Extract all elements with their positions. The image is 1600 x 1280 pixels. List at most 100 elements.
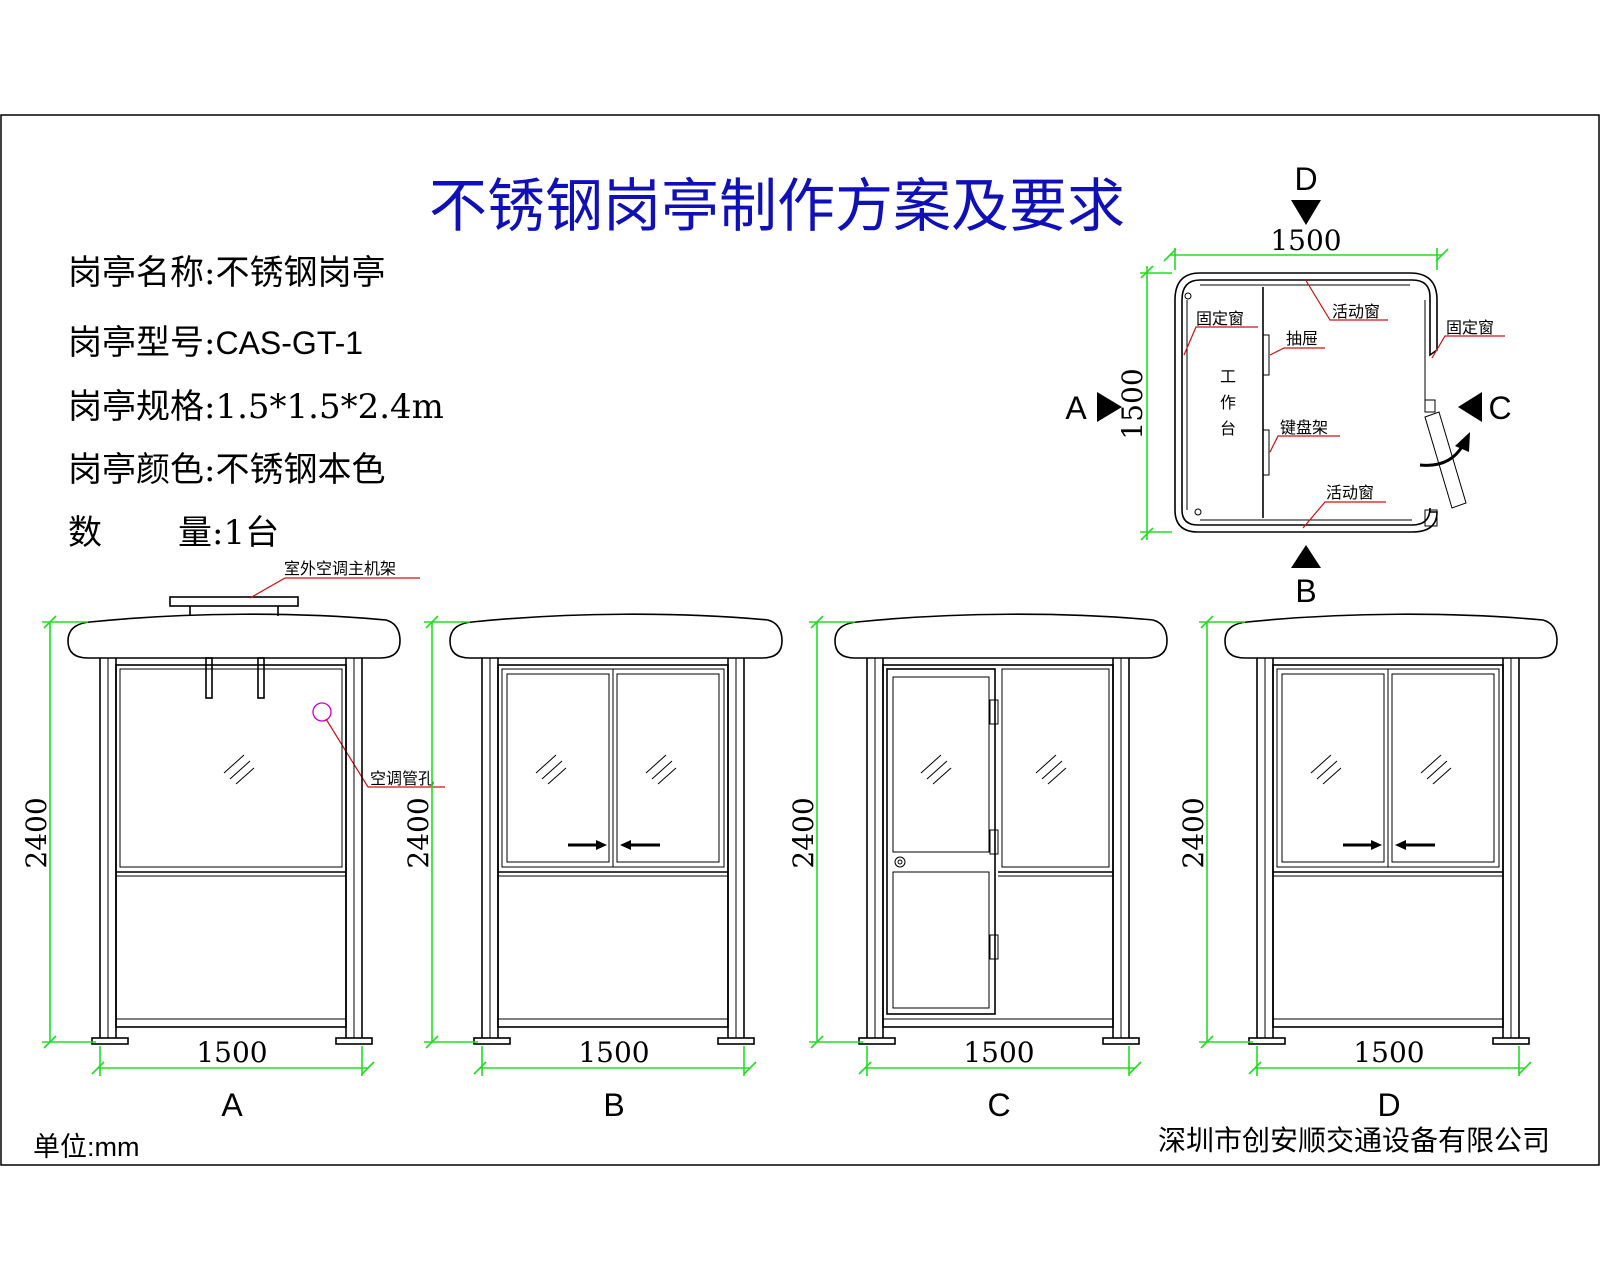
unit-note: 单位:mm — [33, 1132, 139, 1162]
dim-tick — [1140, 527, 1154, 541]
dim-height-text: 2400 — [787, 797, 820, 868]
glass-glare — [229, 760, 251, 780]
slide-arrowhead — [1371, 840, 1382, 850]
glass-glare — [223, 754, 245, 774]
leader-drawer — [1269, 347, 1325, 356]
elevation-label: A — [221, 1087, 243, 1123]
glass-glare — [657, 767, 677, 785]
leader-ac-rack — [249, 577, 420, 599]
dim-tick — [1518, 1061, 1532, 1075]
fixed-glass-panel — [1001, 668, 1110, 868]
glass-glare — [1432, 767, 1452, 785]
glass-glare — [651, 760, 673, 780]
glass-glare — [1035, 754, 1057, 774]
plan-label-sliding-top: 活动窗 — [1332, 302, 1380, 321]
plan-keyboard-tray — [1262, 429, 1270, 476]
door-lock — [894, 856, 906, 868]
glass-glare — [920, 754, 942, 774]
info-qty-value: 量:1台 — [178, 513, 279, 553]
dim-height-text: 2400 — [20, 797, 53, 868]
door-glass — [892, 676, 990, 853]
roof-canopy — [1224, 613, 1558, 659]
door-lock — [897, 859, 903, 865]
elevation-label: C — [987, 1087, 1010, 1123]
glass-glare — [547, 767, 567, 785]
desk-label-1: 工 — [1220, 367, 1236, 386]
leader-sliding-top — [1304, 278, 1388, 321]
elevation-label: D — [1377, 1087, 1400, 1123]
sliding-window-right — [1387, 668, 1500, 868]
glass-glare — [1322, 767, 1342, 785]
marker-b-label: B — [1295, 573, 1316, 609]
ac-pipe-hole — [312, 702, 332, 722]
window-sash — [1391, 673, 1495, 863]
dim-tick — [1435, 248, 1449, 262]
info-model-value: CAS-GT-1 — [215, 325, 363, 361]
window-sash — [616, 673, 720, 863]
window-sash — [1281, 673, 1385, 863]
drawing-title: 不锈钢岗亭制作方案及要求 — [429, 172, 1125, 240]
desk-label-3: 台 — [1220, 419, 1236, 438]
info-name: 岗亭名称:不锈钢岗亭 — [68, 253, 385, 293]
label-ac-rack: 室外空调主机架 — [284, 559, 396, 578]
plan-label-sliding-bottom: 活动窗 — [1326, 483, 1374, 502]
fixed-glass-panel — [119, 668, 343, 868]
glass-glare — [1426, 760, 1448, 780]
door-hinge — [989, 829, 999, 855]
glass-glare — [1420, 754, 1442, 774]
dim-tick — [743, 1061, 757, 1075]
glass-glare — [535, 754, 557, 774]
plan-label-fixed-right: 固定窗 — [1446, 318, 1494, 337]
plan-corner-post — [1194, 508, 1202, 516]
dim-tick — [473, 1061, 487, 1075]
door-leaf — [886, 668, 996, 1015]
plan-label-drawer: 抽屉 — [1286, 329, 1318, 348]
dim-tick — [1163, 248, 1177, 262]
slide-arrowhead — [596, 840, 607, 850]
roof-canopy — [67, 613, 401, 659]
plan-drawer — [1262, 334, 1270, 376]
glass-glare — [926, 760, 948, 780]
dim-tick — [1128, 1061, 1142, 1075]
company-name: 深圳市创安顺交通设备有限公司 — [1158, 1124, 1550, 1157]
leader-fixed-left — [1183, 326, 1258, 356]
foot-plate — [717, 1037, 755, 1045]
plan-corner-post — [1184, 292, 1192, 300]
info-qty-label: 数 — [68, 513, 102, 553]
wall-frame — [1272, 664, 1504, 1028]
leader-fixed-right — [1431, 335, 1505, 359]
marker-d-label: D — [1294, 161, 1317, 197]
dim-width-text: 1500 — [1353, 1036, 1424, 1069]
ac-annotations: 室外空调主机架 空调管孔 — [169, 559, 445, 788]
door-lower-panel — [892, 871, 990, 1009]
info-model-label: 岗亭型号:CAS-GT-1 — [68, 323, 363, 363]
foot-plate — [858, 1037, 896, 1045]
label-ac-hole: 空调管孔 — [370, 769, 434, 788]
ac-bracket — [205, 657, 213, 699]
marker-b-arrow — [1291, 545, 1321, 568]
wall-frame — [497, 664, 729, 1028]
ac-rack-top — [169, 596, 299, 607]
glass-glare — [235, 767, 255, 785]
foot-plate — [1102, 1037, 1140, 1045]
plan-door-leaf — [1424, 411, 1467, 509]
dim-width-text: 1500 — [578, 1036, 649, 1069]
marker-a-arrow — [1097, 392, 1122, 422]
glass-glare — [1316, 760, 1338, 780]
plan-label-keyboard: 键盘架 — [1280, 418, 1328, 437]
glass-glare — [1047, 767, 1067, 785]
window-sash — [506, 673, 610, 863]
plan-outer-wall — [1174, 272, 1438, 533]
sliding-window-right — [612, 668, 725, 868]
dim-tick — [1248, 1061, 1262, 1075]
info-spec: 岗亭规格:1.5*1.5*2.4m — [68, 387, 444, 427]
dim-width-text: 1500 — [196, 1036, 267, 1069]
slide-arrowhead — [620, 840, 631, 850]
wall-frame — [882, 664, 1114, 1028]
foot-plate — [1248, 1037, 1286, 1045]
foot-plate — [91, 1037, 129, 1045]
dim-tick — [361, 1061, 375, 1075]
